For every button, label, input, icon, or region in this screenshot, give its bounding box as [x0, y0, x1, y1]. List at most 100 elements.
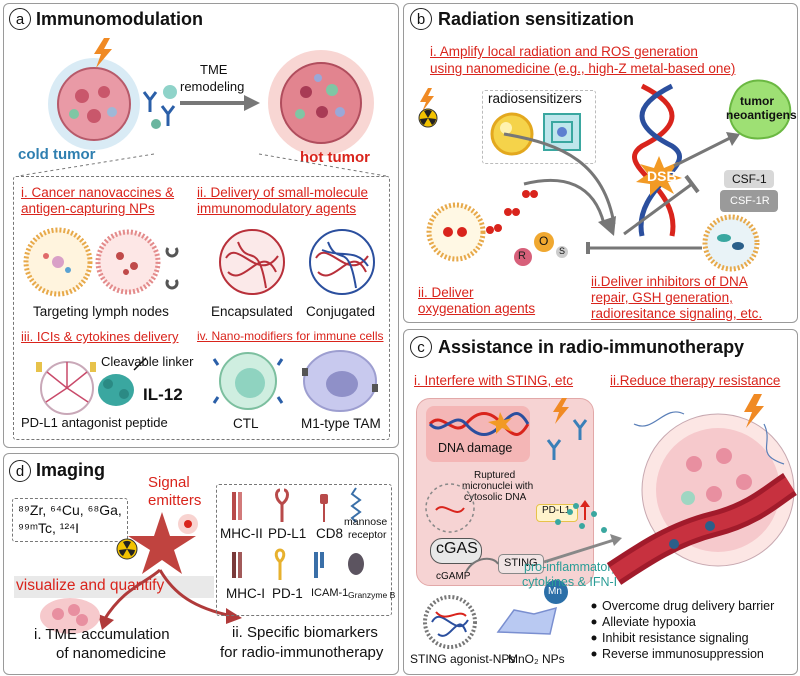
panel-a-title: Immunomodulation: [36, 9, 203, 29]
il12-label: IL-12: [143, 385, 183, 404]
cgas-node: [430, 538, 482, 564]
ctl-cell-illustration: [212, 352, 284, 410]
inhibitor-np-illustration: [702, 214, 760, 272]
sting-pathway-arrows: [465, 534, 622, 573]
radiation-hazard-icon: [418, 88, 438, 128]
bullet-dots: [591, 603, 597, 657]
panel-imaging: d Imaging ⁸⁹Zr, ⁶⁴Cu, ⁶⁸Ga, ⁹⁹ᵐTc, ¹²⁴I …: [3, 453, 399, 675]
antibody-cluster-icon: [142, 85, 177, 129]
mno2-np-illustration: [496, 606, 558, 635]
sub-b-iii-label-1: ii.Deliver inhibitors of DNA: [591, 274, 748, 289]
sub-i-label-1: i. Cancer nanovaccines &: [21, 185, 175, 200]
marker-mhc2: MHC-II: [220, 526, 263, 541]
tme-accumulation-label-2: of nanomedicine: [56, 645, 167, 662]
imaging-arrows: [98, 568, 242, 630]
strategies-box: [13, 176, 390, 440]
sting-node: [498, 554, 544, 574]
marker-pdl1: PD-L1: [268, 526, 307, 541]
sting-agonist-np-illustration: [423, 595, 477, 649]
encapsulated-label: Encapsulated: [211, 304, 293, 319]
panel-radio-immunotherapy: c Assistance in radio-immunotherapy i. I…: [403, 329, 798, 675]
csf1r-label: CSF-1R: [730, 195, 770, 207]
bullet-item-1: Overcome drug delivery barrier: [602, 599, 775, 613]
damaged-dna-illustration: [428, 412, 530, 436]
pdl1-up-arrow-icon: [580, 500, 590, 520]
radiosensitizers-box: [482, 90, 596, 164]
sub-b-ii-label-2: oxygenation agents: [418, 301, 536, 316]
biomarkers-box: [216, 484, 392, 616]
tumor-vessel-illustration: [606, 394, 798, 585]
cold-tumor-label: cold tumor: [18, 146, 96, 163]
panel-b-title: Radiation sensitization: [438, 9, 635, 29]
isotopes-label-2: ⁹⁹ᵐTc, ¹²⁴I: [18, 520, 80, 536]
biomarker-icons: [232, 487, 364, 580]
tme-accumulation-label-1: i. TME accumulation: [34, 626, 170, 643]
oxygen-np-illustration: [426, 202, 486, 262]
cgas-label: cGAS: [436, 540, 478, 557]
cleavable-linker-label: Cleavable linker: [101, 354, 194, 369]
encapsulated-np-illustration: [219, 229, 285, 295]
hot-tumor-label: hot tumor: [300, 149, 370, 166]
dna-helix-illustration: [632, 83, 682, 237]
sub-iii-label: iii. ICIs & cytokines delivery: [21, 329, 179, 344]
peptide-np-illustration: [36, 361, 96, 415]
ros-arrows: [503, 132, 700, 236]
dna-damage-label: DNA damage: [438, 441, 513, 455]
bullet-item-4: Reverse immunosuppression: [602, 647, 764, 661]
radiosensitizers-label: radiosensitizers: [488, 91, 582, 106]
pro-inflammatory-label: pro-inflammatory: [524, 560, 618, 574]
sub-b-i-label-1: i. Amplify local radiation and ROS gener…: [430, 44, 698, 59]
il12-protein-illustration: [98, 357, 147, 406]
marker-mhc1: MHC-I: [226, 586, 265, 601]
neoantigens-label: neoantigens: [726, 108, 797, 122]
ros-o-node: [534, 232, 554, 252]
dsb-burst-icon: [636, 156, 682, 196]
marker-granzyme: Granzyme B: [348, 590, 396, 600]
mn-label: Mn: [548, 586, 562, 597]
signal-label-2: emitters: [148, 492, 202, 509]
cytokines-label: cytokines & IFN-I: [522, 575, 618, 589]
panel-immunomodulation: a Immunomodulation cold tumor TME remode…: [3, 3, 399, 448]
pdl1-peptide-label: PD-L1 antagonist peptide: [21, 415, 168, 430]
o2-molecules: [486, 190, 538, 234]
panel-b-badge: b: [410, 8, 432, 30]
tumor-label: tumor: [740, 94, 774, 108]
signal-emitter-star-icon: [128, 512, 198, 574]
ros-o-label: O: [539, 234, 549, 248]
sub-b-iii-label-2: repair, GSH generation,: [591, 290, 733, 305]
signal-label-1: Signal: [148, 474, 190, 491]
ctl-label: CTL: [233, 416, 259, 431]
bullet-item-2: Alleviate hypoxia: [602, 615, 696, 629]
sub-iv-label: iv. Nano-modifiers for immune cells: [197, 329, 384, 343]
panel-d-title: Imaging: [36, 460, 106, 480]
sting-np-label: STING agonist-NPs: [410, 652, 516, 666]
conjugated-np-illustration: [309, 229, 375, 295]
mno2-np-label: MnO₂ NPs: [508, 652, 565, 666]
remodeling-label: remodeling: [180, 79, 245, 94]
panel-c-badge: c: [410, 336, 432, 358]
m1-tam-illustration: [302, 350, 378, 412]
biomarkers-label-1: ii. Specific biomarkers: [232, 624, 378, 641]
ruptured-label-3: cytosolic DNA: [464, 492, 527, 503]
sub-c-i-label: i. Interfere with STING, etc: [414, 373, 574, 388]
hot-tumor-illustration: [268, 50, 374, 156]
panel-a-badge: a: [9, 8, 31, 30]
cold-tumor-illustration: [48, 58, 140, 150]
ruptured-label-2: micronuclei with: [462, 481, 534, 492]
radiation-bolt-c-icon: [553, 398, 569, 424]
ruptured-label-1: Ruptured: [474, 470, 516, 481]
pdl1-c-label: PD-L1: [542, 505, 571, 516]
ros-r-label: R: [518, 250, 526, 262]
radiation-bolt-icon: [94, 38, 112, 68]
tme-label: TME: [200, 62, 228, 77]
sub-b-iii-label-3: radioresitance signaling, etc.: [591, 306, 763, 321]
conjugated-label: Conjugated: [306, 304, 376, 319]
mn-node: [544, 580, 568, 604]
marker-mannose-1: mannose: [344, 516, 388, 528]
panel-d-badge: d: [9, 460, 31, 482]
biomarkers-label-2: for radio-immunotherapy: [220, 644, 384, 661]
ros-s-label: S: [559, 246, 566, 256]
sub-ii-label-1: ii. Delivery of small-molecule: [197, 185, 369, 200]
m1-tam-label: M1-type TAM: [301, 416, 381, 431]
csf1-chip: [724, 170, 774, 188]
